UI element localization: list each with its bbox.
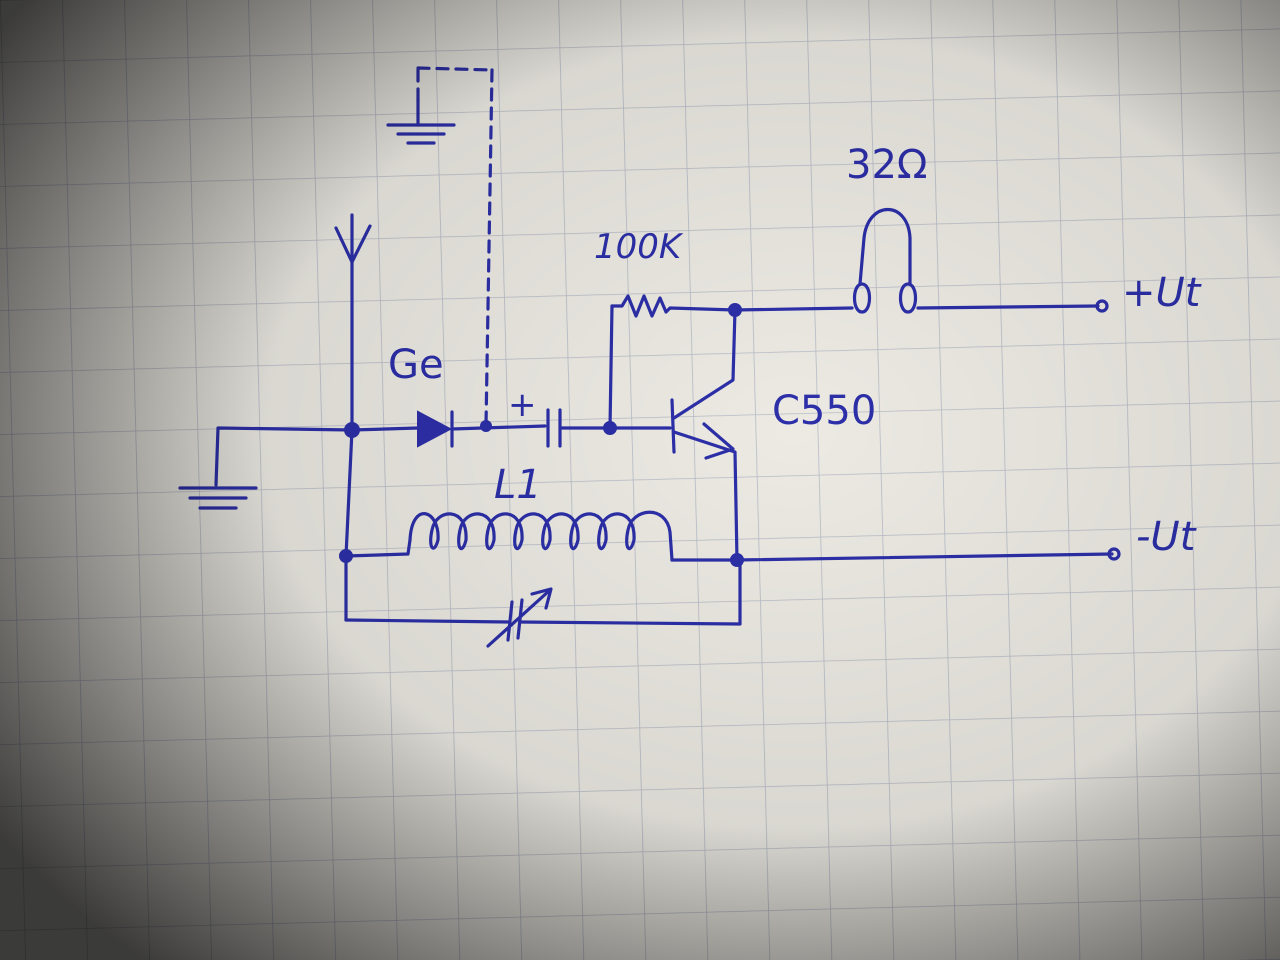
headphones-label: 32Ω bbox=[846, 142, 927, 188]
capacitor-polarity-label: + bbox=[508, 385, 537, 425]
signal-wire bbox=[350, 426, 420, 432]
diode-label: Ge bbox=[388, 342, 444, 388]
transistor-label: C550 bbox=[772, 388, 876, 434]
coil-label: L1 bbox=[494, 462, 542, 508]
positive-supply-label: +Ut bbox=[1122, 270, 1202, 316]
negative-supply-label: -Ut bbox=[1136, 514, 1197, 560]
resistor-label: 100K bbox=[594, 227, 684, 267]
